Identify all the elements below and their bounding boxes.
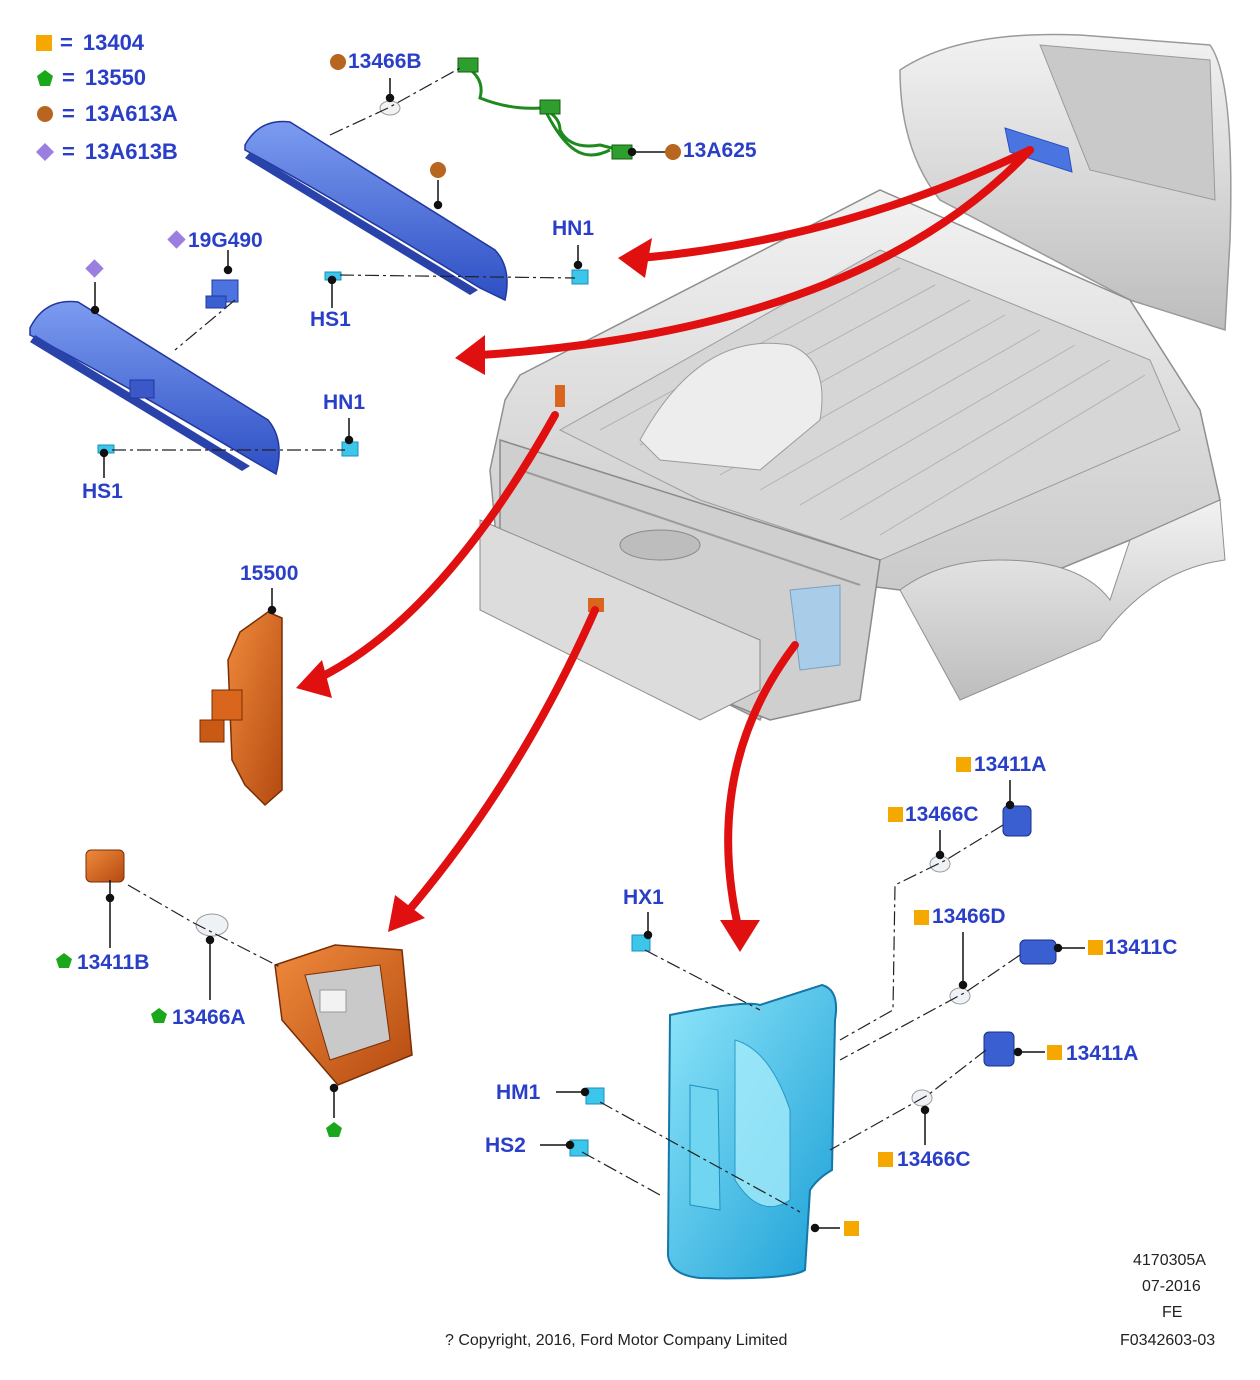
date-code: 07-2016: [1142, 1278, 1201, 1295]
green-pentagon-marker: [56, 953, 72, 968]
callout-hm1: HM1: [496, 1081, 541, 1104]
legend-equals: =: [60, 30, 73, 55]
lamp-15500: [199, 611, 283, 807]
callout-13466C-bottom: 13466C: [897, 1148, 971, 1171]
market-code: FE: [1162, 1304, 1183, 1321]
part-number: 4170305A: [1133, 1252, 1206, 1269]
socket-13411B: [85, 849, 125, 883]
purple-diamond-marker: [167, 230, 186, 249]
callout-13466A: 13466A: [172, 1006, 246, 1029]
callout-hs1-upper: HS1: [310, 308, 351, 331]
cargo-lamp-upper: [244, 120, 508, 302]
license-lamp: [274, 944, 413, 1086]
callout-hn1-upper: HN1: [552, 217, 595, 240]
legend-equals: =: [62, 101, 75, 126]
callout-13466D: 13466D: [932, 905, 1006, 928]
brown-circle-icon: [37, 106, 53, 122]
callout-hn1-lower: HN1: [323, 391, 366, 414]
callout-19G490: 19G490: [188, 229, 263, 252]
orange-square-marker: [1047, 1045, 1062, 1060]
harness-connector: [457, 57, 479, 73]
orange-square-icon: [36, 35, 52, 51]
callout-13411A-top: 13411A: [974, 753, 1047, 776]
brown-circle-marker: [665, 144, 681, 160]
legend-code: 13550: [84, 65, 147, 90]
callout-13466C-top: 13466C: [905, 803, 979, 826]
callout-13411C: 13411C: [1105, 936, 1178, 959]
legend-row: = 13A613A: [36, 99, 178, 129]
copyright-notice: ? Copyright, 2016, Ford Motor Company Li…: [445, 1332, 788, 1349]
callout-13411A-bottom: 13411A: [1066, 1042, 1139, 1065]
callout-13466B: 13466B: [348, 50, 422, 73]
cargo-lamp-lower: [29, 300, 280, 476]
green-pentagon-marker: [326, 1122, 342, 1137]
callout-arrows: [311, 146, 1034, 939]
callout-15500: 15500: [240, 562, 299, 585]
legend-row: = 13550: [36, 63, 146, 93]
purple-diamond-marker: [85, 259, 104, 278]
orange-square-marker: [914, 910, 929, 925]
legend-row: = 13404: [36, 28, 144, 58]
harness-connector: [539, 99, 561, 115]
wiring-harness: [467, 66, 626, 157]
figure-number: F0342603-03: [1120, 1332, 1216, 1349]
legend-equals: =: [62, 65, 75, 90]
callout-hs2: HS2: [485, 1134, 526, 1157]
brown-circle-marker: [430, 162, 446, 178]
socket-19G490: [205, 279, 239, 309]
legend-code: 13404: [82, 30, 145, 55]
orange-square-marker: [1088, 940, 1103, 955]
purple-diamond-icon: [36, 143, 54, 161]
callout-13A625: 13A625: [683, 139, 757, 162]
orange-square-marker: [844, 1221, 859, 1236]
legend-code: 13A613B: [84, 139, 178, 164]
green-pentagon-icon: [37, 70, 53, 86]
tail-lamp-assembly: [666, 983, 838, 1280]
assembly-lines: [112, 67, 1021, 1213]
callout-hs1-lower: HS1: [82, 480, 123, 503]
pickup-truck-illustration: [479, 33, 1232, 722]
arrow-heads: [296, 238, 760, 952]
green-pentagon-marker: [151, 1008, 167, 1023]
bulb-13466A: [195, 913, 229, 937]
orange-square-marker: [888, 807, 903, 822]
tail-lamp-sockets: [983, 805, 1057, 1067]
brown-circle-marker: [330, 54, 346, 70]
symbol-markers: [56, 54, 1103, 1236]
orange-square-marker: [956, 757, 971, 772]
bulb: [379, 100, 401, 116]
orange-square-marker: [878, 1152, 893, 1167]
leader-lines: [90, 78, 1085, 1233]
callout-13411B: 13411B: [77, 951, 150, 974]
legend-equals: =: [62, 139, 75, 164]
legend-code: 13A613A: [84, 101, 178, 126]
legend-row: = 13A613B: [36, 137, 178, 167]
callout-hx1: HX1: [623, 886, 664, 909]
